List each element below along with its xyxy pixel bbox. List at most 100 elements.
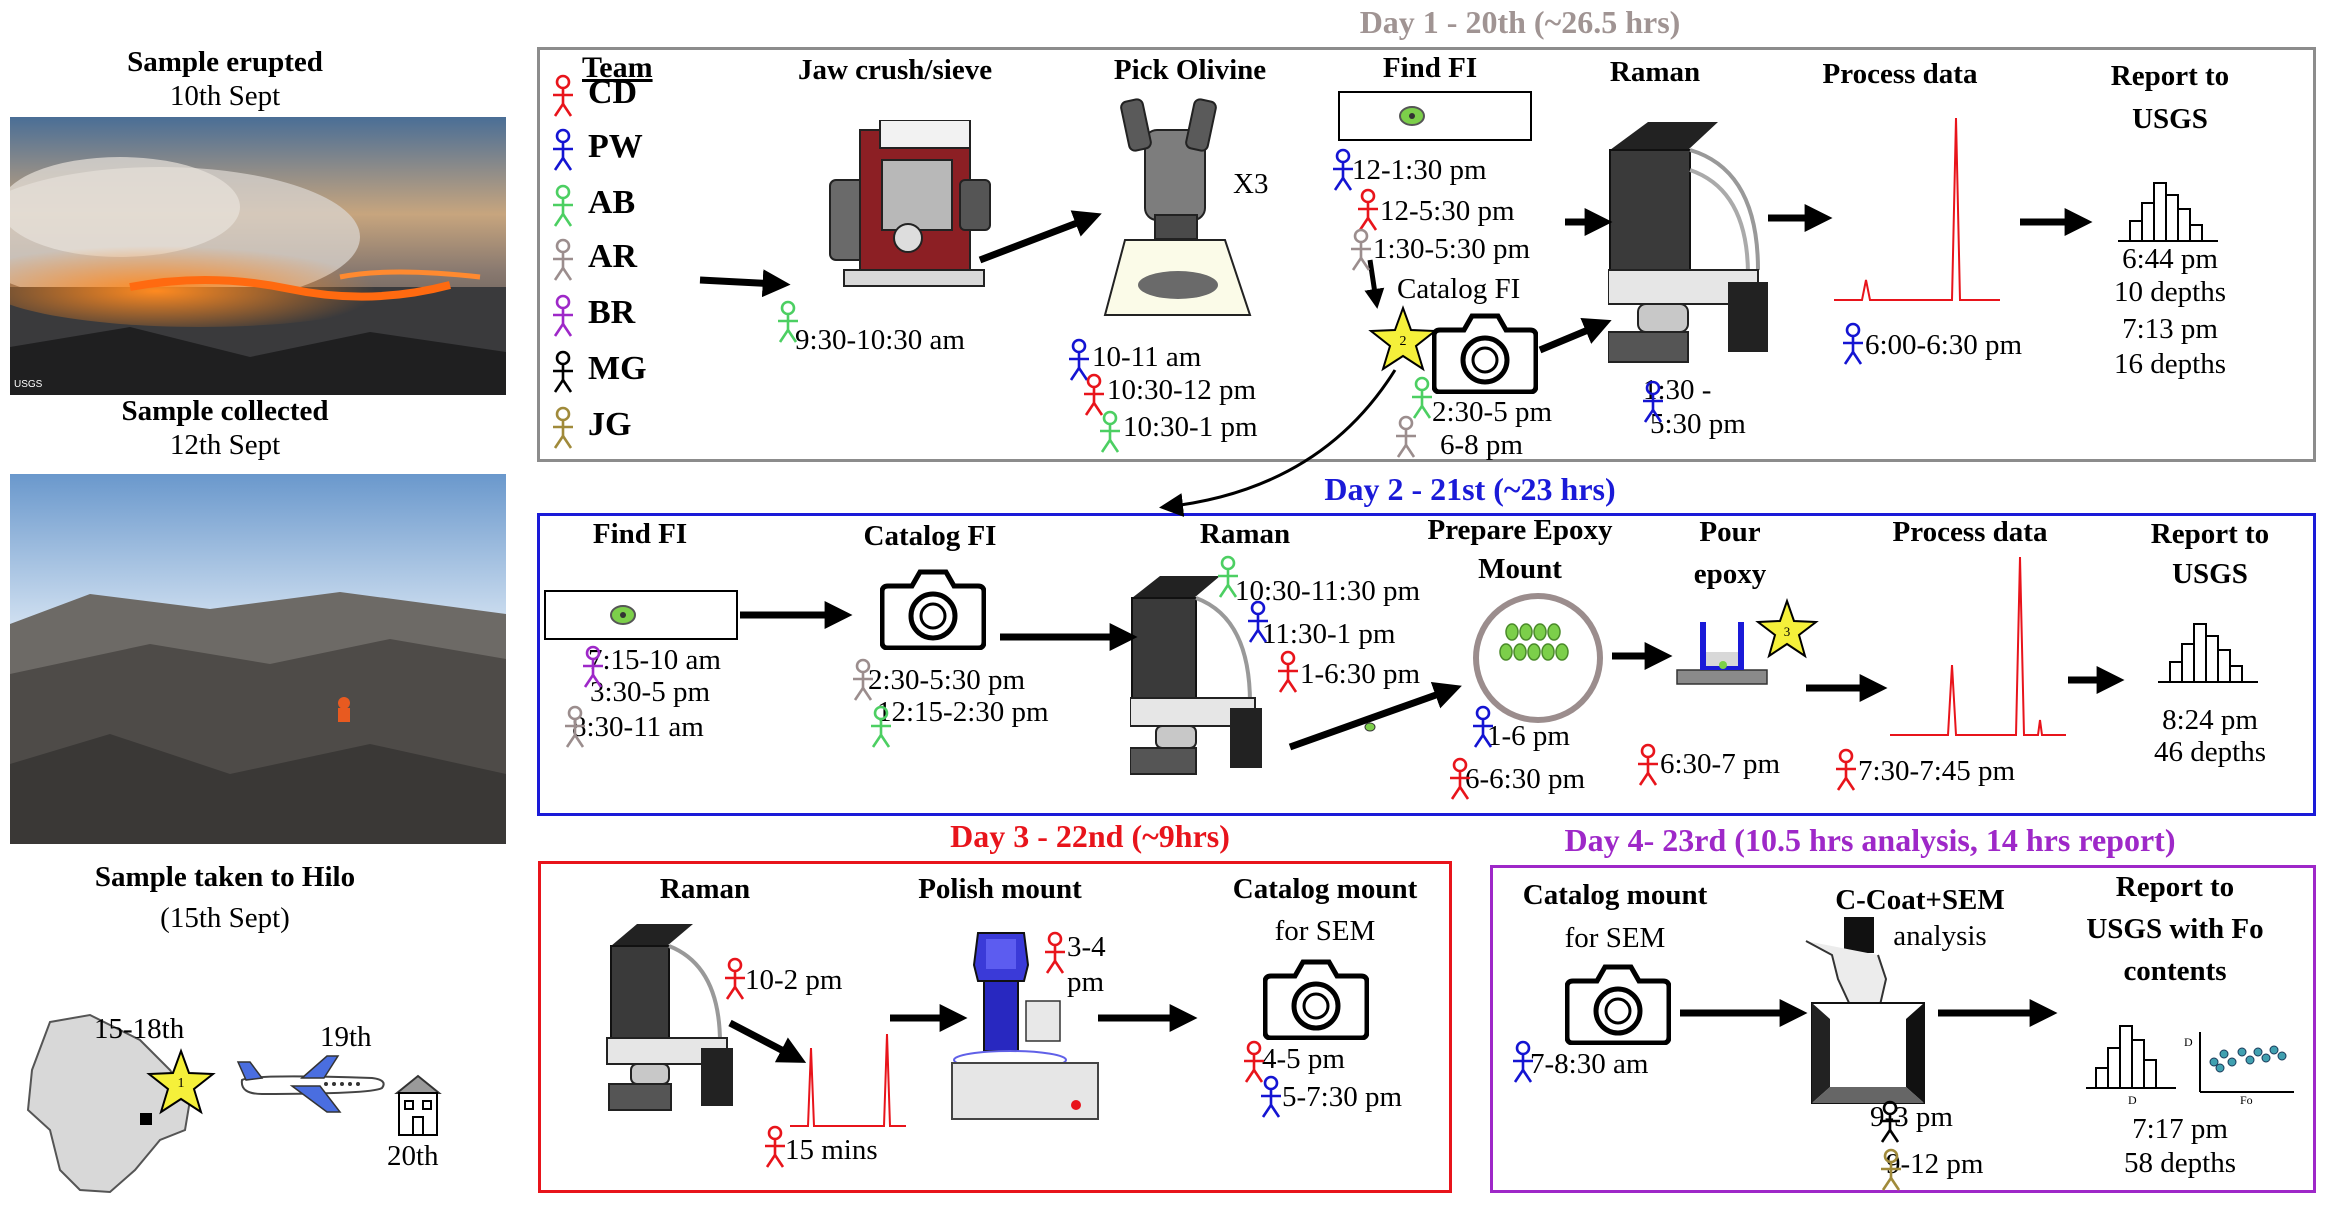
d4-axis-d-1: D	[2128, 1093, 2137, 1107]
person-icon-pw	[1843, 322, 1863, 365]
person-icon-cd	[1638, 743, 1658, 786]
d2-raman-icon	[1130, 576, 1262, 775]
airplane-icon	[236, 1055, 385, 1113]
team-member-ar: AR	[550, 238, 637, 287]
d2-epoxy-label-1: Prepare Epoxy	[1427, 514, 1613, 546]
person-icon-cd	[725, 957, 745, 1000]
d2-find-time-3: 8:30-11 am	[572, 711, 704, 743]
d4-sem-label: C-Coat+SEM	[1835, 884, 2005, 916]
person-icon-cd	[765, 1125, 785, 1168]
catalog-time-2: 6-8 pm	[1440, 429, 1523, 461]
person-icon-ab	[778, 300, 798, 343]
day2-title: Day 2 - 21st (~23 hrs)	[1324, 471, 1616, 507]
d4-catalog-sub: for SEM	[1564, 922, 1666, 954]
person-icon	[553, 406, 573, 449]
d2-find-time-2: 3:30-5 pm	[590, 676, 711, 708]
sem-icon	[1805, 917, 1925, 1104]
raman-label: Raman	[1609, 56, 1701, 88]
d2-report-line-1: 8:24 pm	[2162, 704, 2258, 736]
person-icon-pw	[1473, 705, 1493, 748]
person-icon-ar	[565, 705, 585, 748]
flow-arrow	[1288, 681, 1462, 751]
day3-title: Day 3 - 22nd (~9hrs)	[950, 818, 1230, 854]
histogram-1-icon	[2118, 182, 2218, 242]
collected-date: 12th Sept	[169, 429, 281, 461]
photo-credit: USGS	[14, 379, 43, 390]
team-member-br: BR	[550, 294, 635, 343]
d2-raman-time-2: 11:30-1 pm	[1262, 618, 1396, 650]
d2-pour-time: 6:30-7 pm	[1660, 748, 1781, 780]
person-icon-cd	[1358, 188, 1378, 231]
pick-time-2: 10:30-12 pm	[1107, 374, 1257, 406]
d3-raman-duration: 15 mins	[785, 1134, 878, 1166]
d2-catalog-label: Catalog FI	[863, 520, 997, 552]
plane-date: 19th	[320, 1021, 372, 1053]
find-time-3: 1:30-5:30 pm	[1373, 233, 1531, 265]
star-2-icon	[1368, 305, 1438, 372]
person-icon-pw	[1513, 1040, 1533, 1083]
team-member-pw: PW	[550, 128, 643, 177]
jaw-crusher-icon	[829, 120, 991, 287]
person-icon-pw	[1333, 148, 1353, 191]
flow-arrow	[1364, 259, 1385, 309]
person-icon-ab	[871, 705, 891, 748]
person-icon-ab	[1218, 555, 1238, 598]
d3-catalog-label: Catalog mount	[1232, 873, 1418, 905]
person-icon	[553, 74, 573, 117]
d3-raman-label: Raman	[659, 873, 751, 905]
d3-camera-icon	[1263, 959, 1369, 1040]
process-label: Process data	[1822, 58, 1978, 90]
person-icon-cd	[1450, 757, 1470, 800]
person-icon-cd	[1244, 1040, 1264, 1083]
d3-polish-time-2: pm	[1067, 966, 1105, 998]
process-time: 6:00-6:30 pm	[1865, 329, 2023, 361]
raman-time-1: 1:30 -	[1643, 374, 1712, 406]
team-member-mg: MG	[550, 350, 647, 399]
d4-report-line-2: 58 depths	[2124, 1147, 2236, 1179]
field-photo	[10, 474, 506, 844]
d2-process-time: 7:30-7:45 pm	[1858, 755, 2016, 787]
d3-catalog-time-1: 4-5 pm	[1262, 1043, 1345, 1075]
person-icon	[553, 184, 573, 227]
person-icon	[553, 238, 573, 281]
report-label-1: Report to	[2110, 60, 2230, 92]
d4-catalog-time: 7-8:30 am	[1530, 1048, 1649, 1080]
house-icon	[394, 1074, 442, 1136]
team-member-cd: CD	[550, 74, 637, 123]
star-3-label: 3	[1783, 624, 1791, 639]
team-member-code: CD	[588, 74, 638, 111]
person-icon-pw	[1261, 1075, 1281, 1118]
d2-pour-label-1: Pour	[1699, 516, 1761, 548]
team-member-code: AR	[588, 238, 638, 275]
catalog-label: Catalog FI	[1397, 273, 1521, 305]
d4-camera-icon	[1565, 964, 1671, 1045]
d3-raman-icon	[606, 924, 733, 1111]
day2-box	[537, 513, 2316, 816]
d3-raman-time: 10-2 pm	[745, 964, 843, 996]
d2-process-label: Process data	[1892, 516, 2048, 548]
scatter-icon	[2199, 1032, 2294, 1093]
d2-report-label-1: Report to	[2150, 518, 2270, 550]
polisher-icon	[951, 932, 1099, 1120]
person-icon	[553, 350, 573, 393]
find-label: Find FI	[1382, 52, 1478, 84]
d2-raman-time-1: 10:30-11:30 pm	[1235, 575, 1421, 607]
person-icon-cd	[1836, 748, 1856, 791]
slide-icon	[1338, 91, 1532, 141]
house-date: 20th	[387, 1140, 439, 1172]
person-icon-ar	[1396, 415, 1416, 458]
person-icon-ab	[1412, 376, 1432, 419]
flow-arrow	[699, 269, 791, 298]
person-icon-cd	[1045, 931, 1065, 974]
team-member-ab: AB	[550, 184, 635, 233]
erupted-date: 10th Sept	[169, 80, 281, 112]
d4-report-label-1: Report to	[2115, 871, 2235, 903]
team-heading: Team	[582, 51, 653, 84]
raman-icon	[1608, 122, 1768, 363]
d3-catalog-time-2: 5-7:30 pm	[1282, 1081, 1403, 1113]
person-icon-jg	[1881, 1148, 1901, 1191]
star-1-label: 1	[177, 1076, 185, 1091]
d2-epoxy-time-2: 6-6:30 pm	[1465, 763, 1586, 795]
day3-box	[538, 861, 1452, 1193]
